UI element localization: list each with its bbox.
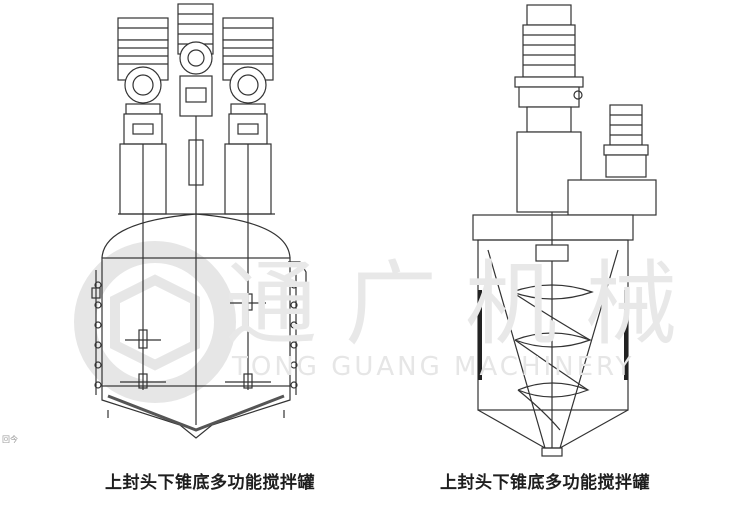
- caption-right: 上封头下锥底多功能搅拌罐: [440, 473, 650, 493]
- left-motor-2: [177, 3, 214, 215]
- left-jacket: [94, 270, 298, 395]
- caption-left: 上封头下锥底多功能搅拌罐: [105, 473, 315, 493]
- right-main-motor: [514, 4, 584, 213]
- right-secondary-motor: [567, 104, 657, 216]
- left-motor-3: [222, 17, 274, 215]
- left-impellers: [120, 293, 271, 389]
- left-motor-1: [117, 17, 169, 215]
- right-top-plate: [472, 214, 634, 241]
- right-helical-ribbon: [511, 284, 594, 431]
- watermark-text-cn: 通广机械: [225, 251, 706, 358]
- left-cone-bottom: [101, 386, 291, 439]
- corner-mark: 回今: [2, 435, 18, 444]
- watermark-logo: [74, 241, 236, 403]
- watermark-text-en: TONG GUANG MACHINERY: [232, 352, 635, 382]
- right-mixer-drawing: [472, 4, 657, 457]
- left-mixer-drawing: [91, 3, 307, 439]
- left-top-head: [101, 213, 291, 259]
